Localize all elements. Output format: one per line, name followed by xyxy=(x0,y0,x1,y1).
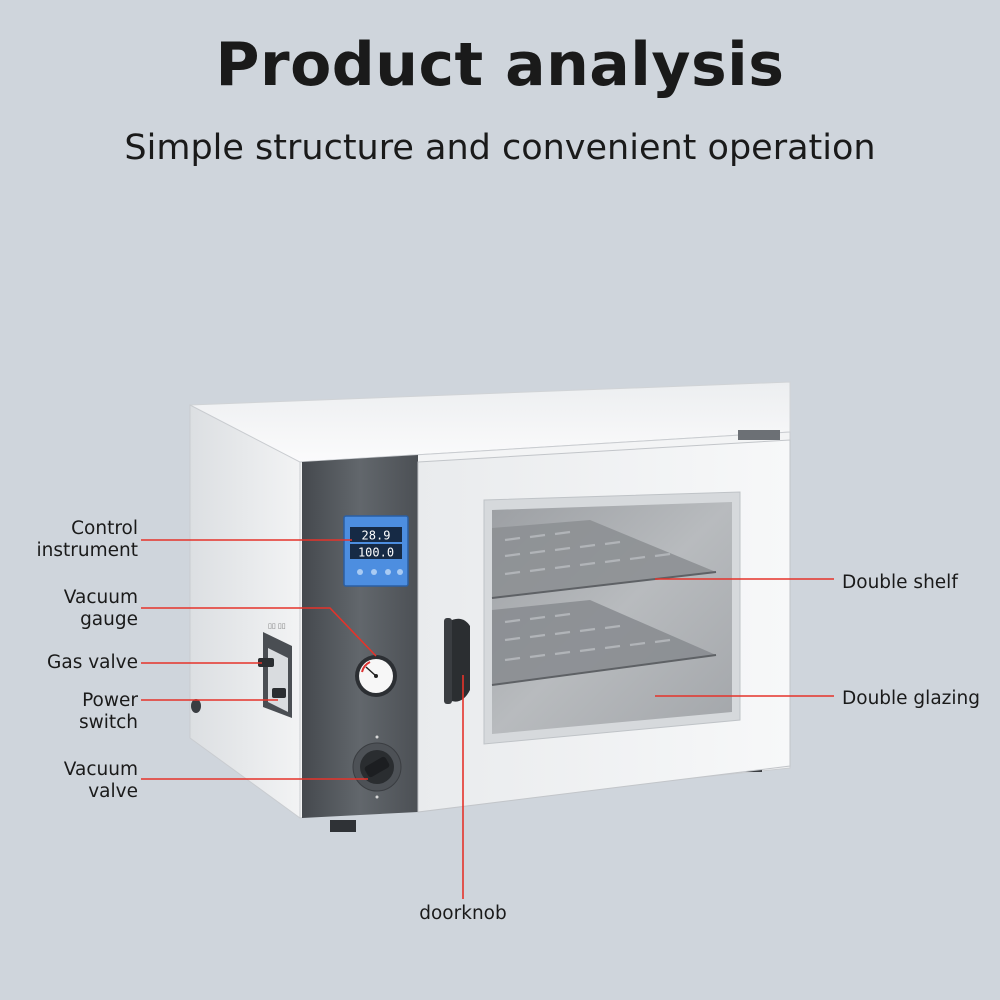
label-control-instrument: Control instrument xyxy=(36,518,138,561)
page-title: Product analysis xyxy=(215,30,785,100)
vacuum-gauge-dial xyxy=(355,655,397,697)
setpoint-readout: 100.0 xyxy=(358,546,394,560)
svg-text:▯▯ ▯▯: ▯▯ ▯▯ xyxy=(268,622,286,630)
control-panel: 28.9 100.0 xyxy=(302,455,418,818)
label-double-glazing: Double glazing xyxy=(842,688,980,709)
door-handle xyxy=(444,618,470,704)
label-doorknob: doorknob xyxy=(419,903,507,924)
label-vacuum-valve: Vacuum valve xyxy=(63,759,138,802)
side-valve-panel: ▯▯ ▯▯ xyxy=(258,622,292,718)
page-subtitle: Simple structure and convenient operatio… xyxy=(124,128,876,168)
oven-door xyxy=(417,439,791,813)
label-gas-valve: Gas valve xyxy=(47,652,138,673)
leader-vacuum-gauge xyxy=(141,607,377,657)
label-vacuum-gauge: Vacuum gauge xyxy=(63,587,138,630)
label-double-shelf: Double shelf xyxy=(842,572,958,593)
leader-lines xyxy=(141,539,834,899)
lower-shelf xyxy=(491,600,717,686)
temperature-readout: 28.9 xyxy=(362,529,391,543)
label-power-switch: Power switch xyxy=(78,690,138,733)
